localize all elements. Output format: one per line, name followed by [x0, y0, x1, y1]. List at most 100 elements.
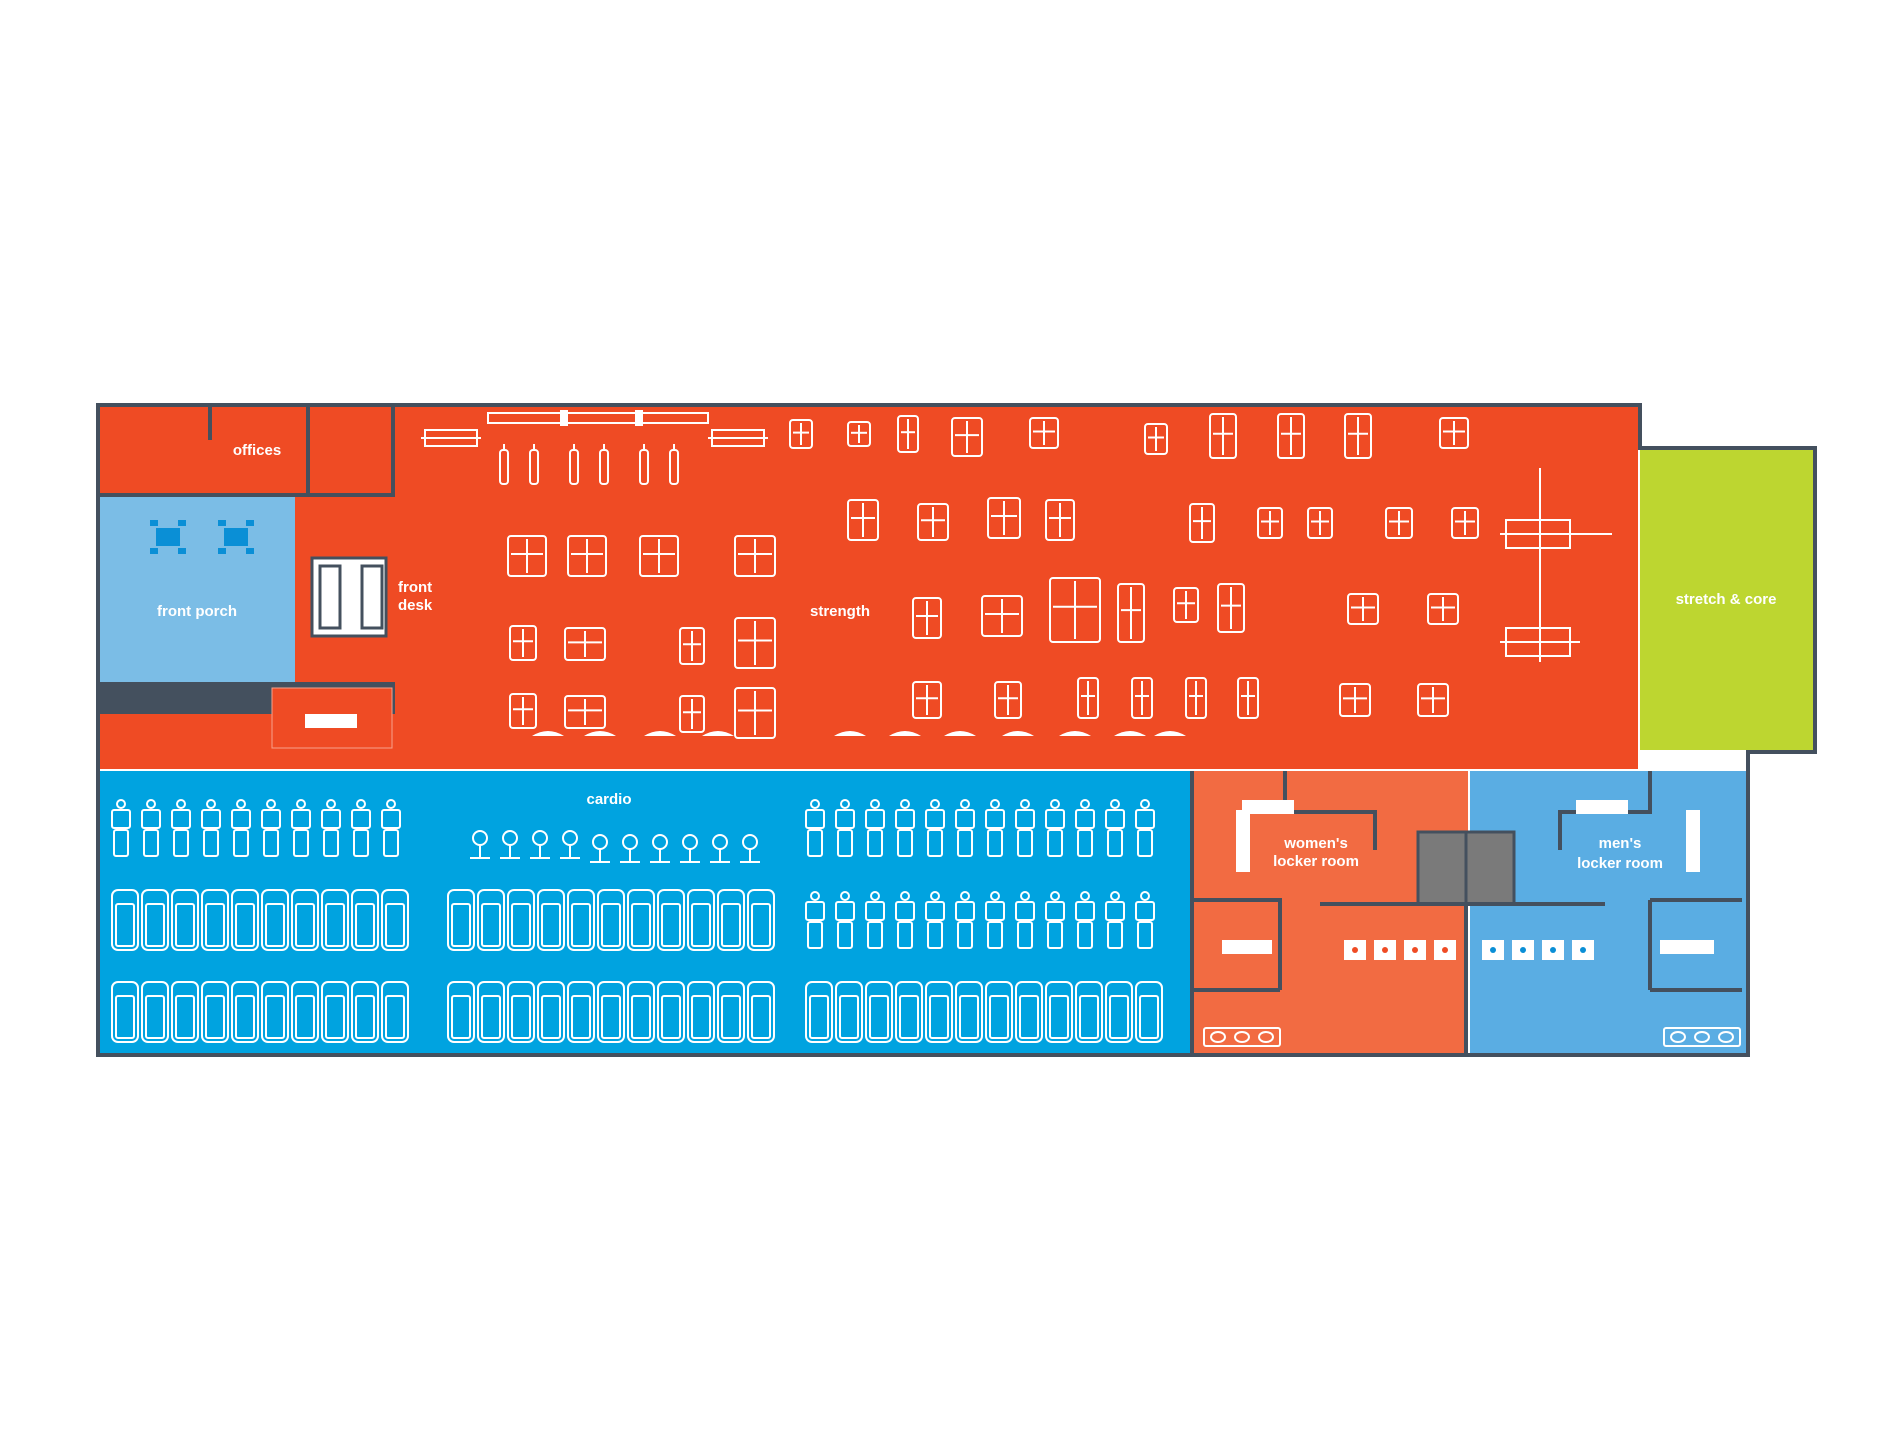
gym-machine-icon: [1154, 731, 1186, 736]
gym-machine-icon: [1277, 413, 1305, 459]
gym-machine-icon: [734, 687, 776, 739]
building-outline: [96, 403, 1817, 1057]
gym-machine-icon: [679, 627, 705, 665]
gym-machine-icon: [1500, 468, 1612, 662]
mens-locker-label: men's: [1599, 835, 1642, 852]
gym-machine-icon: [487, 410, 709, 426]
bench-icon: [569, 444, 579, 485]
treadmill-icon: [321, 981, 349, 1043]
womens-locker-label: women's: [1283, 835, 1348, 852]
elliptical-icon: [925, 799, 945, 857]
treadmill-icon: [687, 889, 715, 951]
bike-icon: [560, 830, 580, 859]
sink-icon: [1663, 1027, 1741, 1047]
treadmill-icon: [567, 889, 595, 951]
elliptical-icon: [955, 891, 975, 949]
elliptical-icon: [1105, 891, 1125, 949]
treadmill-icon: [111, 889, 139, 951]
elliptical-icon: [1045, 891, 1065, 949]
bench-icon: [1576, 800, 1628, 814]
elliptical-icon: [955, 799, 975, 857]
front-desk-label: desk: [398, 597, 433, 614]
elliptical-icon: [111, 799, 131, 857]
front-porch-label: front porch: [157, 603, 237, 620]
treadmill-icon: [507, 981, 535, 1043]
treadmill-icon: [261, 981, 289, 1043]
gym-machine-icon: [1059, 731, 1091, 736]
treadmill-icon: [955, 981, 983, 1043]
treadmill-icon: [507, 889, 535, 951]
table-icon: [150, 520, 186, 554]
front-porch-zone: [100, 497, 295, 682]
bench-icon: [499, 444, 509, 485]
treadmill-icon: [717, 889, 745, 951]
bike-icon: [590, 834, 610, 863]
treadmill-icon: [291, 981, 319, 1043]
elliptical-icon: [1075, 799, 1095, 857]
elliptical-icon: [381, 799, 401, 857]
elliptical-icon: [321, 799, 341, 857]
offices-label: offices: [233, 442, 281, 459]
gym-machine-icon: [734, 535, 776, 577]
gym-machine-icon: [567, 535, 607, 577]
treadmill-icon: [657, 889, 685, 951]
bench-icon: [599, 444, 609, 485]
gym-machine-icon: [1173, 587, 1199, 623]
gym-machine-icon: [532, 731, 564, 736]
gym-machine-icon: [847, 499, 879, 541]
gym-machine-icon: [1045, 499, 1075, 541]
elliptical-icon: [985, 799, 1005, 857]
treadmill-icon: [477, 981, 505, 1043]
treadmill-icon: [985, 981, 1013, 1043]
gym-machine-icon: [912, 681, 942, 719]
gym-machine-icon: [1257, 507, 1283, 539]
treadmill-icon: [171, 889, 199, 951]
treadmill-icon: [537, 981, 565, 1043]
gym-machine-icon: [897, 415, 919, 453]
elliptical-icon: [835, 799, 855, 857]
treadmill-icon: [687, 981, 715, 1043]
toilet-icon: [1434, 940, 1456, 960]
bike-icon: [470, 830, 490, 859]
treadmill-icon: [627, 889, 655, 951]
gym-machine-icon: [679, 695, 705, 733]
gym-machine-icon: [564, 695, 606, 729]
elliptical-icon: [1135, 891, 1155, 949]
gym-machine-icon: [1339, 683, 1371, 717]
gym-machine-icon: [951, 417, 983, 457]
elliptical-icon: [895, 799, 915, 857]
gym-machine-icon: [1451, 507, 1479, 539]
gym-machine-icon: [509, 693, 537, 729]
gym-machine-icon: [1131, 677, 1153, 719]
treadmill-icon: [141, 889, 169, 951]
mens-locker-label: locker room: [1577, 855, 1663, 872]
gym-machine-icon: [639, 535, 679, 577]
gym-machine-icon: [944, 731, 976, 736]
treadmill-icon: [351, 981, 379, 1043]
womens-locker-label: locker room: [1273, 853, 1359, 870]
table-icon: [218, 520, 254, 554]
bench-icon: [1242, 800, 1294, 814]
gym-machine-icon: [584, 731, 616, 736]
treadmill-icon: [1105, 981, 1133, 1043]
elliptical-icon: [291, 799, 311, 857]
offices-zone: [100, 407, 393, 495]
treadmill-icon: [477, 889, 505, 951]
treadmill-icon: [351, 889, 379, 951]
gym-machine-icon: [1144, 423, 1168, 455]
treadmill-icon: [171, 981, 199, 1043]
treadmill-icon: [865, 981, 893, 1043]
treadmill-icon: [717, 981, 745, 1043]
gym-machine-icon: [1209, 413, 1237, 459]
stretch-core-zone: [1640, 450, 1813, 750]
gym-machine-icon: [644, 731, 676, 736]
treadmill-icon: [1015, 981, 1043, 1043]
gym-machine-icon: [734, 617, 776, 669]
treadmill-icon: [627, 981, 655, 1043]
elliptical-icon: [201, 799, 221, 857]
elliptical-icon: [805, 799, 825, 857]
bike-icon: [500, 830, 520, 859]
gym-machine-icon: [1189, 503, 1215, 543]
gym-machine-icon: [1002, 731, 1034, 736]
